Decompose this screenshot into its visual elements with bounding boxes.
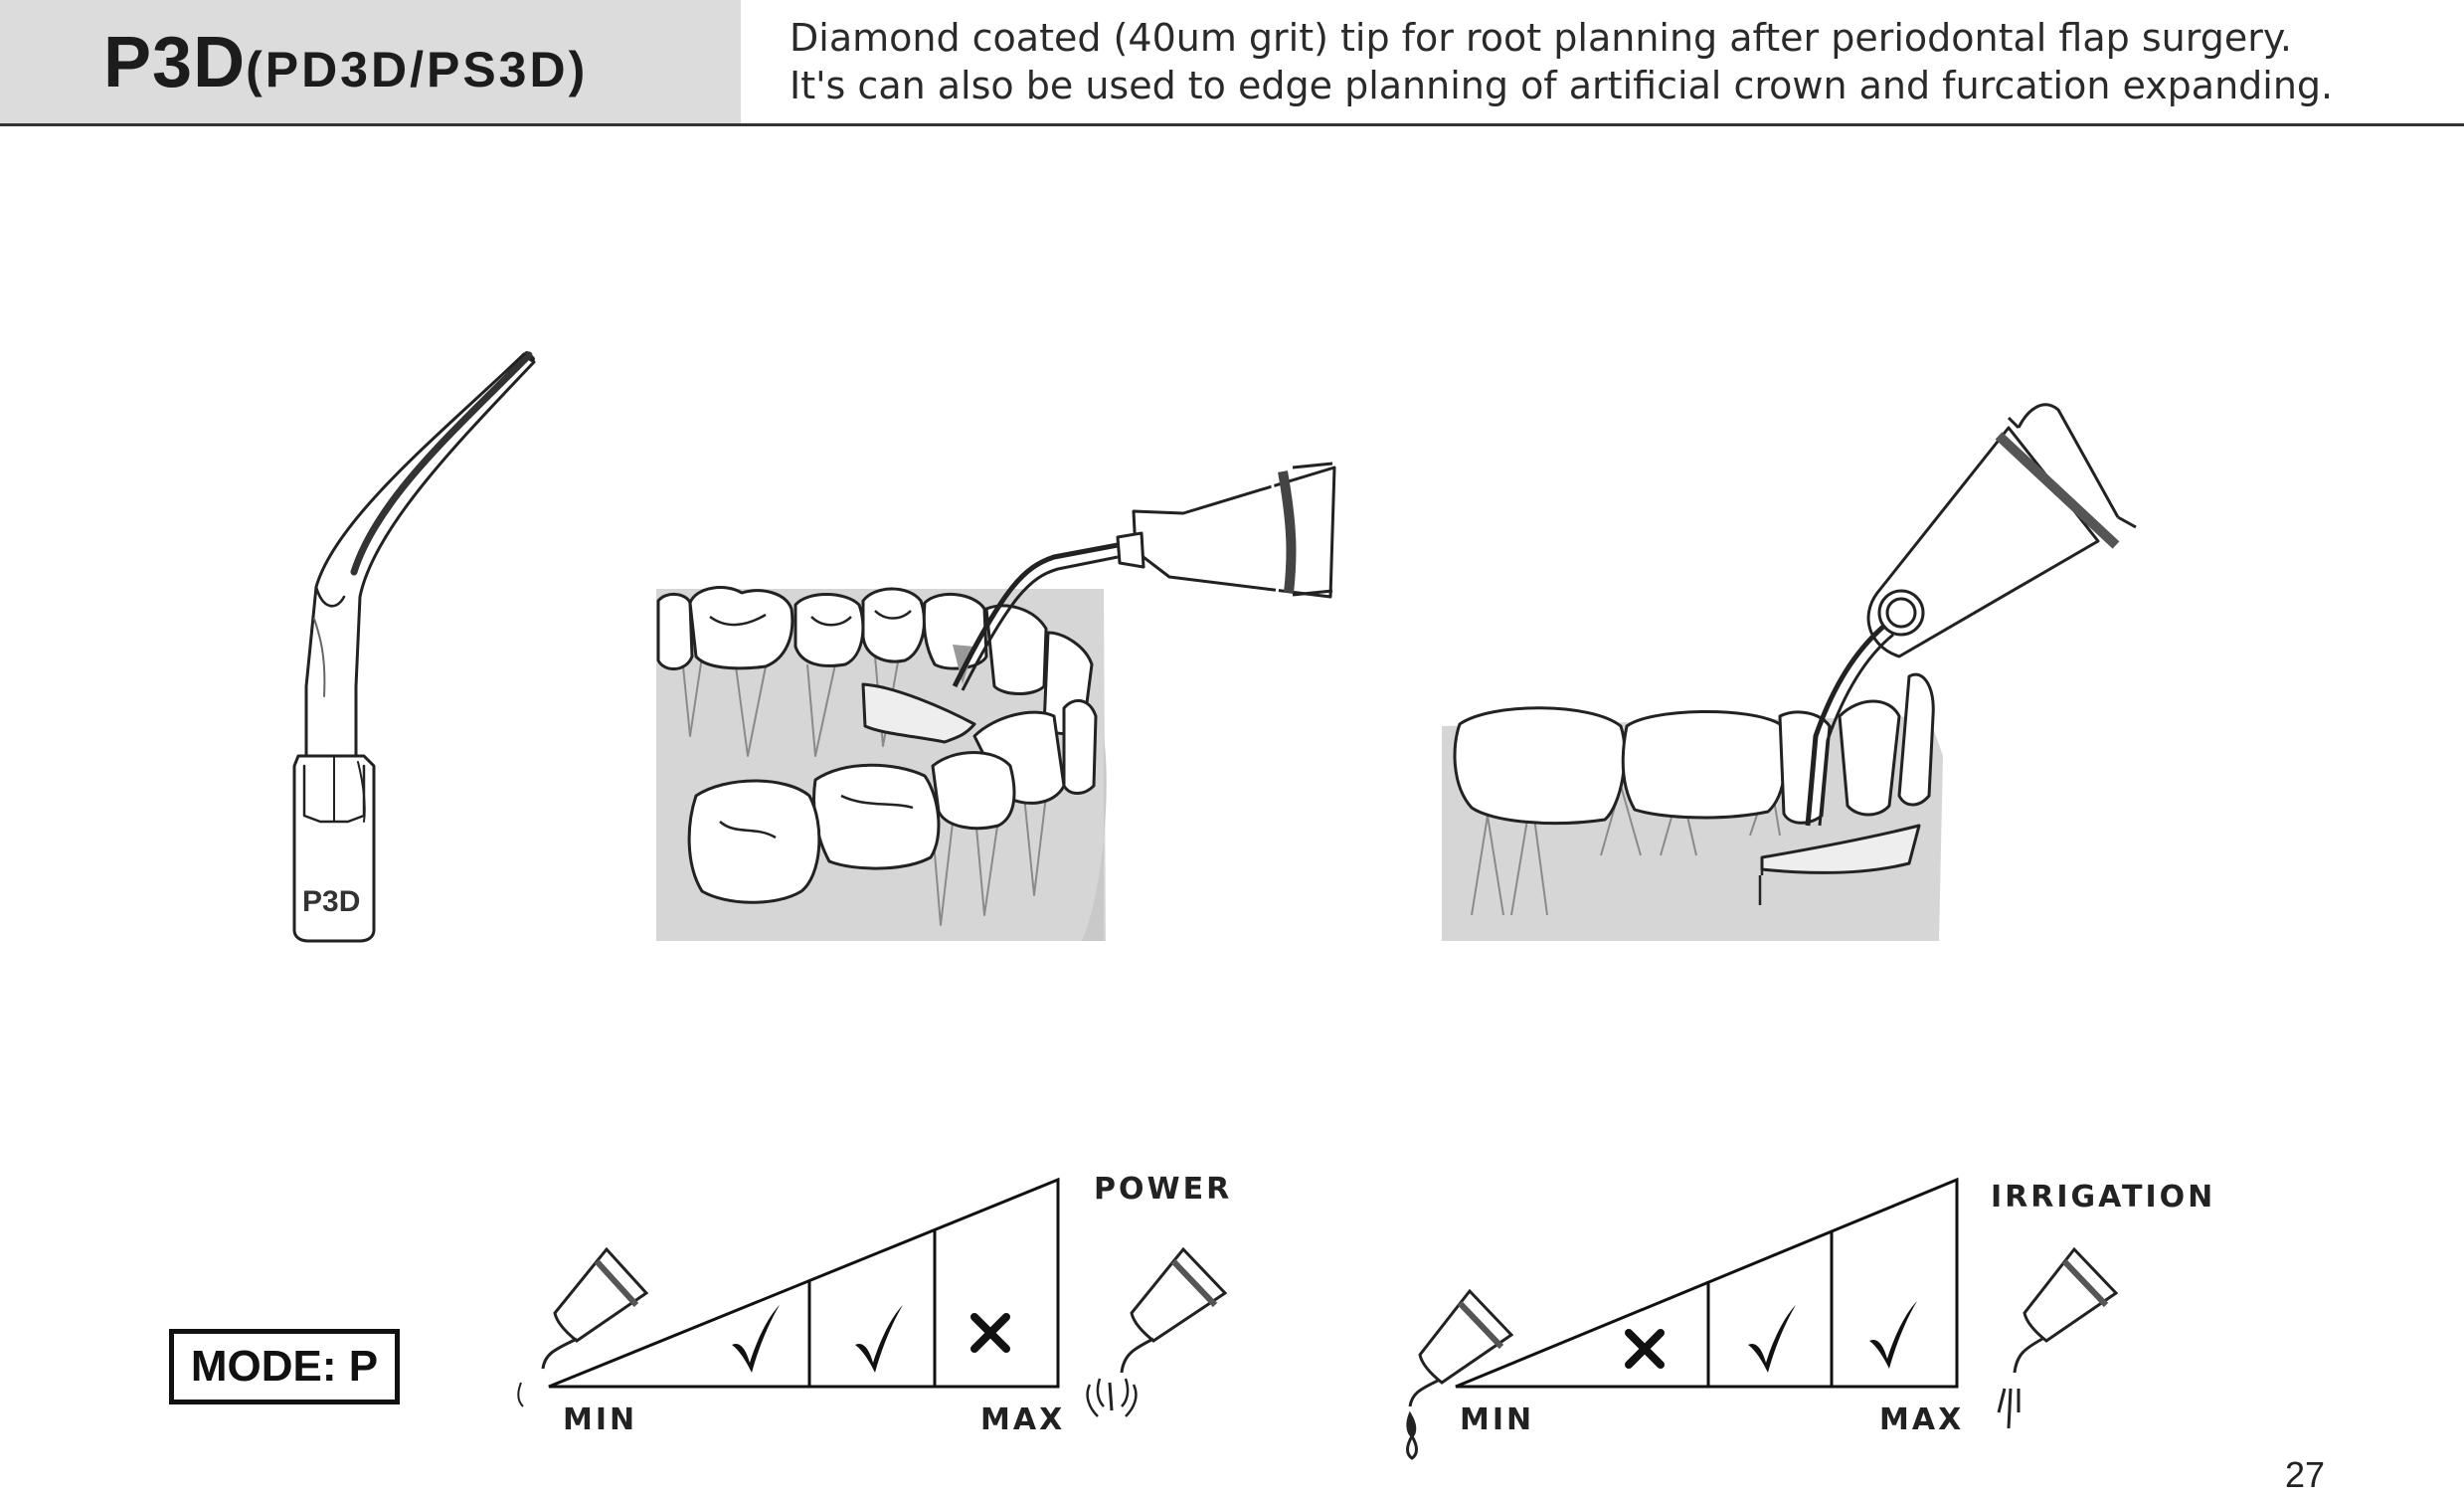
power-level-1-check-icon: [732, 1305, 780, 1373]
page-title: P3D(PD3D/PS3D): [103, 22, 588, 103]
irrigation-scale-title: IRRIGATION: [1991, 1180, 2216, 1215]
irrigation-handpiece-min-icon: [1406, 1288, 1514, 1460]
page-number: 27: [2285, 1454, 2326, 1495]
irrigation-level-2-check-icon: [1748, 1305, 1796, 1373]
power-min-label: MIN: [563, 1402, 638, 1437]
mode-indicator: MODE: P: [169, 1329, 400, 1404]
title-panel: P3D(PD3D/PS3D): [0, 0, 741, 123]
header-divider: [0, 123, 2464, 126]
power-scale-title: POWER: [1094, 1172, 1233, 1207]
irrigation-scale: [1455, 1177, 1959, 1389]
scaler-tip-illustration: [292, 351, 536, 943]
handpiece-right: [1805, 403, 2137, 827]
power-handpiece-max-icon: [1086, 1246, 1228, 1417]
irrigation-min-label: MIN: [1460, 1402, 1535, 1437]
power-level-3-cross-icon: [970, 1313, 1010, 1353]
tip-alternate-names: (PD3D/PS3D): [246, 42, 589, 97]
power-handpiece-min-icon: [517, 1246, 649, 1407]
power-scale: [548, 1177, 1060, 1389]
power-max-label: MAX: [980, 1402, 1066, 1437]
clinical-scene-side: [1442, 403, 2137, 941]
tip-model-name: P3D: [103, 23, 247, 102]
power-level-2-check-icon: [855, 1305, 903, 1373]
clinical-scene-arch: [656, 462, 1336, 941]
irrigation-handpiece-max-icon: [1997, 1246, 2119, 1429]
tip-description: Diamond coated (40um grit) tip for root …: [790, 14, 2333, 109]
irrigation-max-label: MAX: [1879, 1402, 1965, 1437]
description-line-1: Diamond coated (40um grit) tip for root …: [790, 16, 2292, 60]
description-line-2: It's can also be used to edge planning o…: [790, 64, 2334, 107]
irrigation-level-1-cross-icon: [1625, 1329, 1665, 1369]
tip-engraved-label: P3D: [302, 885, 360, 918]
irrigation-level-3-check-icon: [1869, 1301, 1917, 1369]
handpiece-left: [952, 462, 1336, 691]
page-header: P3D(PD3D/PS3D) Diamond coated (40um grit…: [0, 0, 2464, 126]
